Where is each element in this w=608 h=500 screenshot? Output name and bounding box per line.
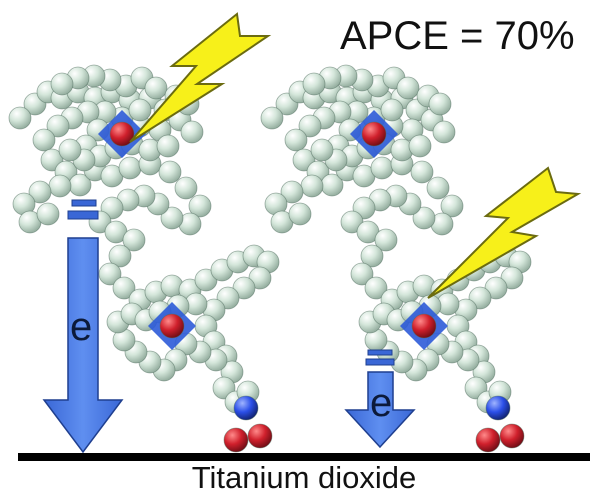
ligand-atom [122, 228, 146, 252]
substrate-label: Titanium dioxide [191, 460, 417, 495]
electron-label-left: e [70, 305, 92, 349]
ligand-atom [396, 76, 420, 100]
metal-atom [159, 313, 185, 339]
ligand-atom [288, 202, 312, 226]
ligand-atom [408, 134, 432, 158]
ligand-atom [302, 72, 326, 96]
anchor-oxygen-atom [247, 423, 273, 449]
ligand-atom [310, 138, 334, 162]
ligand-atom [112, 276, 136, 300]
ligand-atom [50, 72, 74, 96]
anchor-nitrogen-atom [485, 395, 511, 421]
ligand-atom [188, 194, 212, 218]
ligand-atom [180, 120, 204, 144]
ligand-atom [36, 202, 60, 226]
ligand-atom [360, 244, 384, 268]
ligand-atom [48, 174, 72, 198]
ligand-atom [28, 180, 52, 204]
molecule-left [8, 64, 280, 453]
ligand-atom [428, 92, 452, 116]
ligand-atom [160, 206, 184, 230]
ligand-atom [440, 194, 464, 218]
ligand-atom [118, 156, 142, 180]
ligand-atom [412, 206, 436, 230]
ligand-atom [374, 228, 398, 252]
ligand-atom [128, 98, 152, 122]
ligand-atom [260, 106, 284, 130]
anchor-oxygen-atom [475, 427, 501, 453]
molecule-right [260, 64, 532, 453]
metal-atom [361, 121, 387, 147]
metal-atom [411, 313, 437, 339]
apce-label: APCE = 70% [340, 14, 575, 58]
ligand-atom [58, 138, 82, 162]
ligand-atom [280, 180, 304, 204]
ligand-atom [370, 156, 394, 180]
ligand-atom [380, 98, 404, 122]
anchor-nitrogen-atom [233, 395, 259, 421]
ligand-atom [158, 160, 182, 184]
ligand-atom [174, 176, 198, 200]
ligand-atom [432, 120, 456, 144]
lightning-bolt-icon [129, 12, 272, 143]
ligand-atom [426, 176, 450, 200]
lightning-bolt-icon [427, 166, 582, 299]
ligand-atom [8, 106, 32, 130]
ligand-atom [144, 76, 168, 100]
electron-label-right: e [370, 381, 392, 425]
electron-arrow-left: e [42, 199, 124, 454]
ligand-atom [156, 134, 180, 158]
metal-atom [109, 121, 135, 147]
ligand-atom [108, 244, 132, 268]
electron-arrow-right: e [344, 349, 416, 449]
ligand-atom [46, 114, 70, 138]
ligand-atom [98, 262, 122, 286]
ligand-atom [32, 128, 56, 152]
anchor-oxygen-atom [499, 423, 525, 449]
substrate-surface [18, 453, 590, 461]
ligand-atom [298, 114, 322, 138]
ligand-atom [364, 276, 388, 300]
ligand-atom [410, 160, 434, 184]
ligand-atom [350, 262, 374, 286]
anchor-oxygen-atom [223, 427, 249, 453]
ligand-atom [284, 128, 308, 152]
ligand-atom [300, 174, 324, 198]
